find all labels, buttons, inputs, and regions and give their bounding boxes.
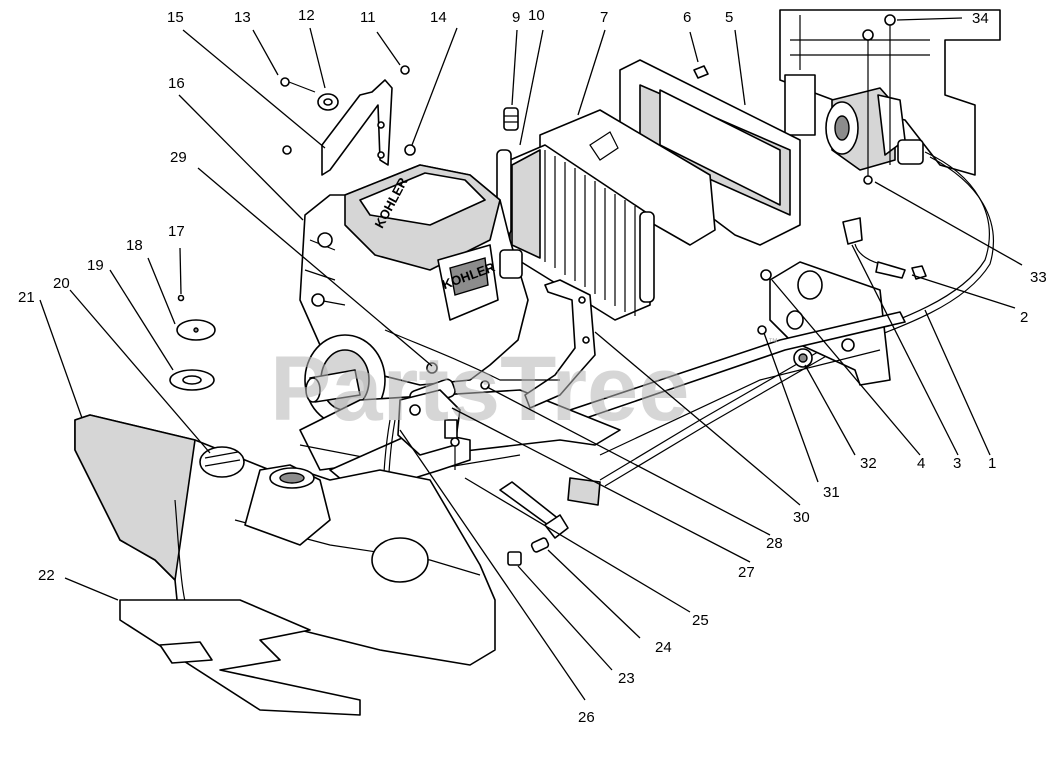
callout-21: 21 <box>18 289 35 306</box>
battery-cable <box>567 151 994 506</box>
callout-13: 13 <box>234 9 251 26</box>
sender-gasket-19 <box>169 369 215 391</box>
shroud-5 <box>619 59 801 246</box>
screw-6 <box>693 65 709 79</box>
callout-11: 11 <box>360 9 376 26</box>
callout-4: 4 <box>917 455 925 472</box>
callout-3: 3 <box>953 455 961 472</box>
bolt-33 <box>862 29 891 185</box>
screw-13 <box>280 77 316 93</box>
seat-switch <box>842 217 906 279</box>
callout-19: 19 <box>87 257 104 274</box>
fitting-24 <box>530 537 550 553</box>
engine-16: KOHLER KOHLER <box>299 164 529 386</box>
knob-32 <box>793 348 813 368</box>
callout-16: 16 <box>168 75 185 92</box>
watermark-text: PartsTree <box>270 338 689 440</box>
callout-34: 34 <box>972 10 989 27</box>
callout-29: 29 <box>170 149 187 166</box>
callout-31: 31 <box>823 484 840 501</box>
sender-plate-18 <box>176 319 216 341</box>
callout-24: 24 <box>655 639 672 656</box>
screw-bracket-left <box>282 145 292 155</box>
callout-10: 10 <box>528 7 545 24</box>
bolt-hose <box>450 437 460 470</box>
callout-2: 2 <box>1020 309 1028 326</box>
leader-lines <box>39 17 1023 701</box>
bolt-34 <box>884 14 896 60</box>
bracket-30 <box>524 279 596 409</box>
clamp-29 <box>426 362 438 374</box>
nut-4 <box>760 269 772 281</box>
callout-20: 20 <box>53 275 70 292</box>
callout-18: 18 <box>126 237 143 254</box>
callout-6: 6 <box>683 9 691 26</box>
fuel-cap-20 <box>199 446 245 478</box>
fuel-tank-platform-22 <box>119 599 361 716</box>
hose-25 <box>499 481 569 539</box>
callout-labels: 1 2 3 4 5 6 7 9 10 11 12 13 14 15 16 17 … <box>18 7 1047 726</box>
watermark: PartsTree ™ <box>270 337 778 440</box>
callout-17: 17 <box>168 223 185 240</box>
screw-31 <box>757 325 767 335</box>
callout-12: 12 <box>298 7 315 24</box>
fitting-9 <box>503 107 519 131</box>
bracket-15 <box>321 79 393 176</box>
callout-26: 26 <box>578 709 595 726</box>
screw-11 <box>400 65 410 75</box>
callout-9: 9 <box>512 9 520 26</box>
callout-7: 7 <box>600 9 608 26</box>
cap-23 <box>507 551 522 566</box>
callout-14: 14 <box>430 9 447 26</box>
clamp-12 <box>317 93 339 111</box>
callout-30: 30 <box>793 509 810 526</box>
callout-32: 32 <box>860 455 877 472</box>
callout-27: 27 <box>738 564 755 581</box>
starter-motor <box>825 87 924 171</box>
callout-28: 28 <box>766 535 783 552</box>
callout-22: 22 <box>38 567 55 584</box>
callout-5: 5 <box>725 9 733 26</box>
callout-23: 23 <box>618 670 635 687</box>
callout-25: 25 <box>692 612 709 629</box>
callout-33: 33 <box>1030 269 1047 286</box>
watermark-trademark: ™ <box>768 337 778 348</box>
callout-15: 15 <box>167 9 184 26</box>
callout-1: 1 <box>988 455 996 472</box>
oil-cooler-10 <box>496 144 655 321</box>
flywheel-pulley <box>304 334 386 426</box>
screw-17 <box>177 294 185 302</box>
nut-14 <box>404 144 416 156</box>
